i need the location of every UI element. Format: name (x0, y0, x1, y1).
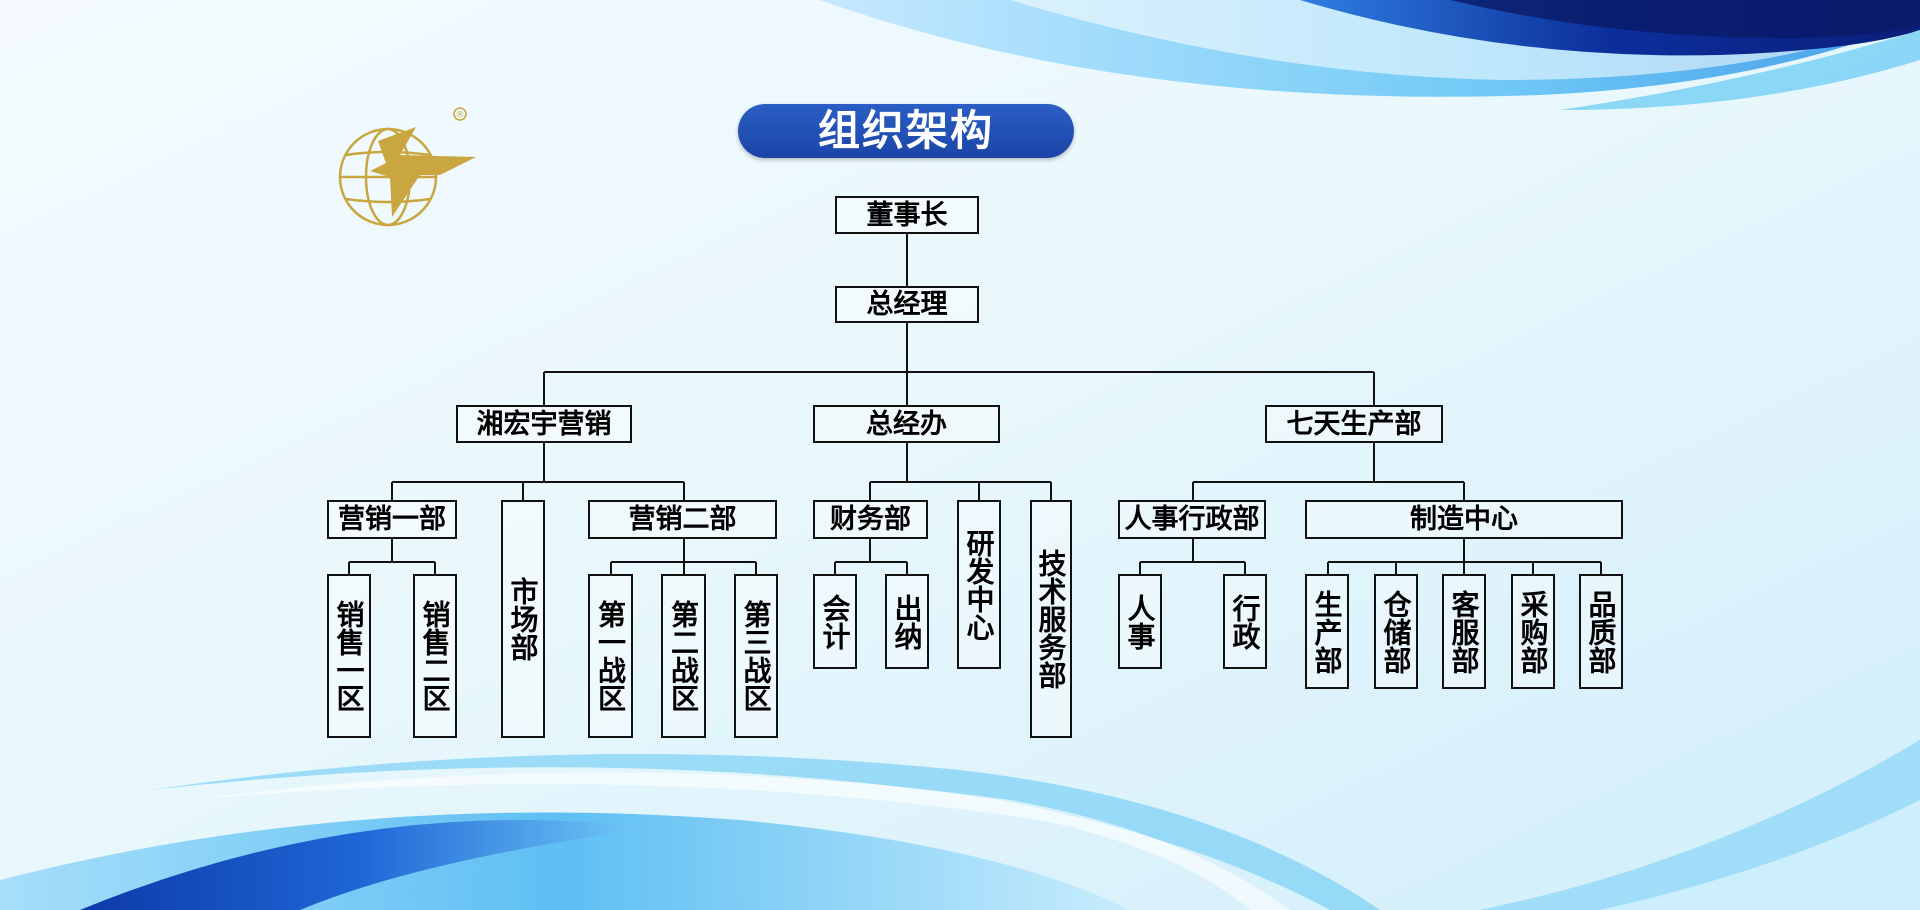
node-rd-center: 研发中心 (957, 500, 1001, 669)
page-title: 组织架构 (738, 104, 1074, 158)
node-general-office: 总经办 (813, 405, 1000, 443)
node-admin: 行政 (1223, 574, 1267, 669)
node-sales-dept-1: 营销一部 (327, 500, 457, 539)
node-war-zone-1: 第一战区 (588, 574, 633, 738)
node-tech-service-dept: 技术服务部 (1030, 500, 1072, 738)
node-finance-dept: 财务部 (813, 500, 928, 539)
node-market-dept: 市场部 (501, 500, 545, 738)
node-war-zone-2: 第二战区 (661, 574, 706, 738)
node-hr: 人事 (1118, 574, 1162, 669)
node-sales-zone-2: 销售二区 (413, 574, 457, 738)
node-hr-admin-dept: 人事行政部 (1118, 500, 1266, 539)
globe-bird-logo-icon: ® (338, 107, 476, 227)
node-war-zone-3: 第三战区 (734, 574, 778, 738)
registered-mark: ® (456, 111, 465, 121)
node-cashier: 出纳 (885, 574, 929, 669)
node-manufacturing-center: 制造中心 (1305, 500, 1623, 539)
node-marketing-division: 湘宏宇营销 (456, 405, 632, 443)
node-customer-service-dept: 客服部 (1442, 574, 1486, 689)
node-quality-dept: 品质部 (1579, 574, 1623, 689)
node-production-dept: 生产部 (1305, 574, 1349, 689)
node-warehouse-dept: 仓储部 (1374, 574, 1418, 689)
node-accounting: 会计 (813, 574, 857, 669)
node-purchasing-dept: 采购部 (1511, 574, 1555, 689)
node-general-manager: 总经理 (835, 286, 979, 323)
node-sales-zone-1: 销售一区 (327, 574, 371, 738)
node-production-division: 七天生产部 (1265, 405, 1443, 443)
node-sales-dept-2: 营销二部 (588, 500, 777, 539)
node-chairman: 董事长 (835, 196, 979, 234)
